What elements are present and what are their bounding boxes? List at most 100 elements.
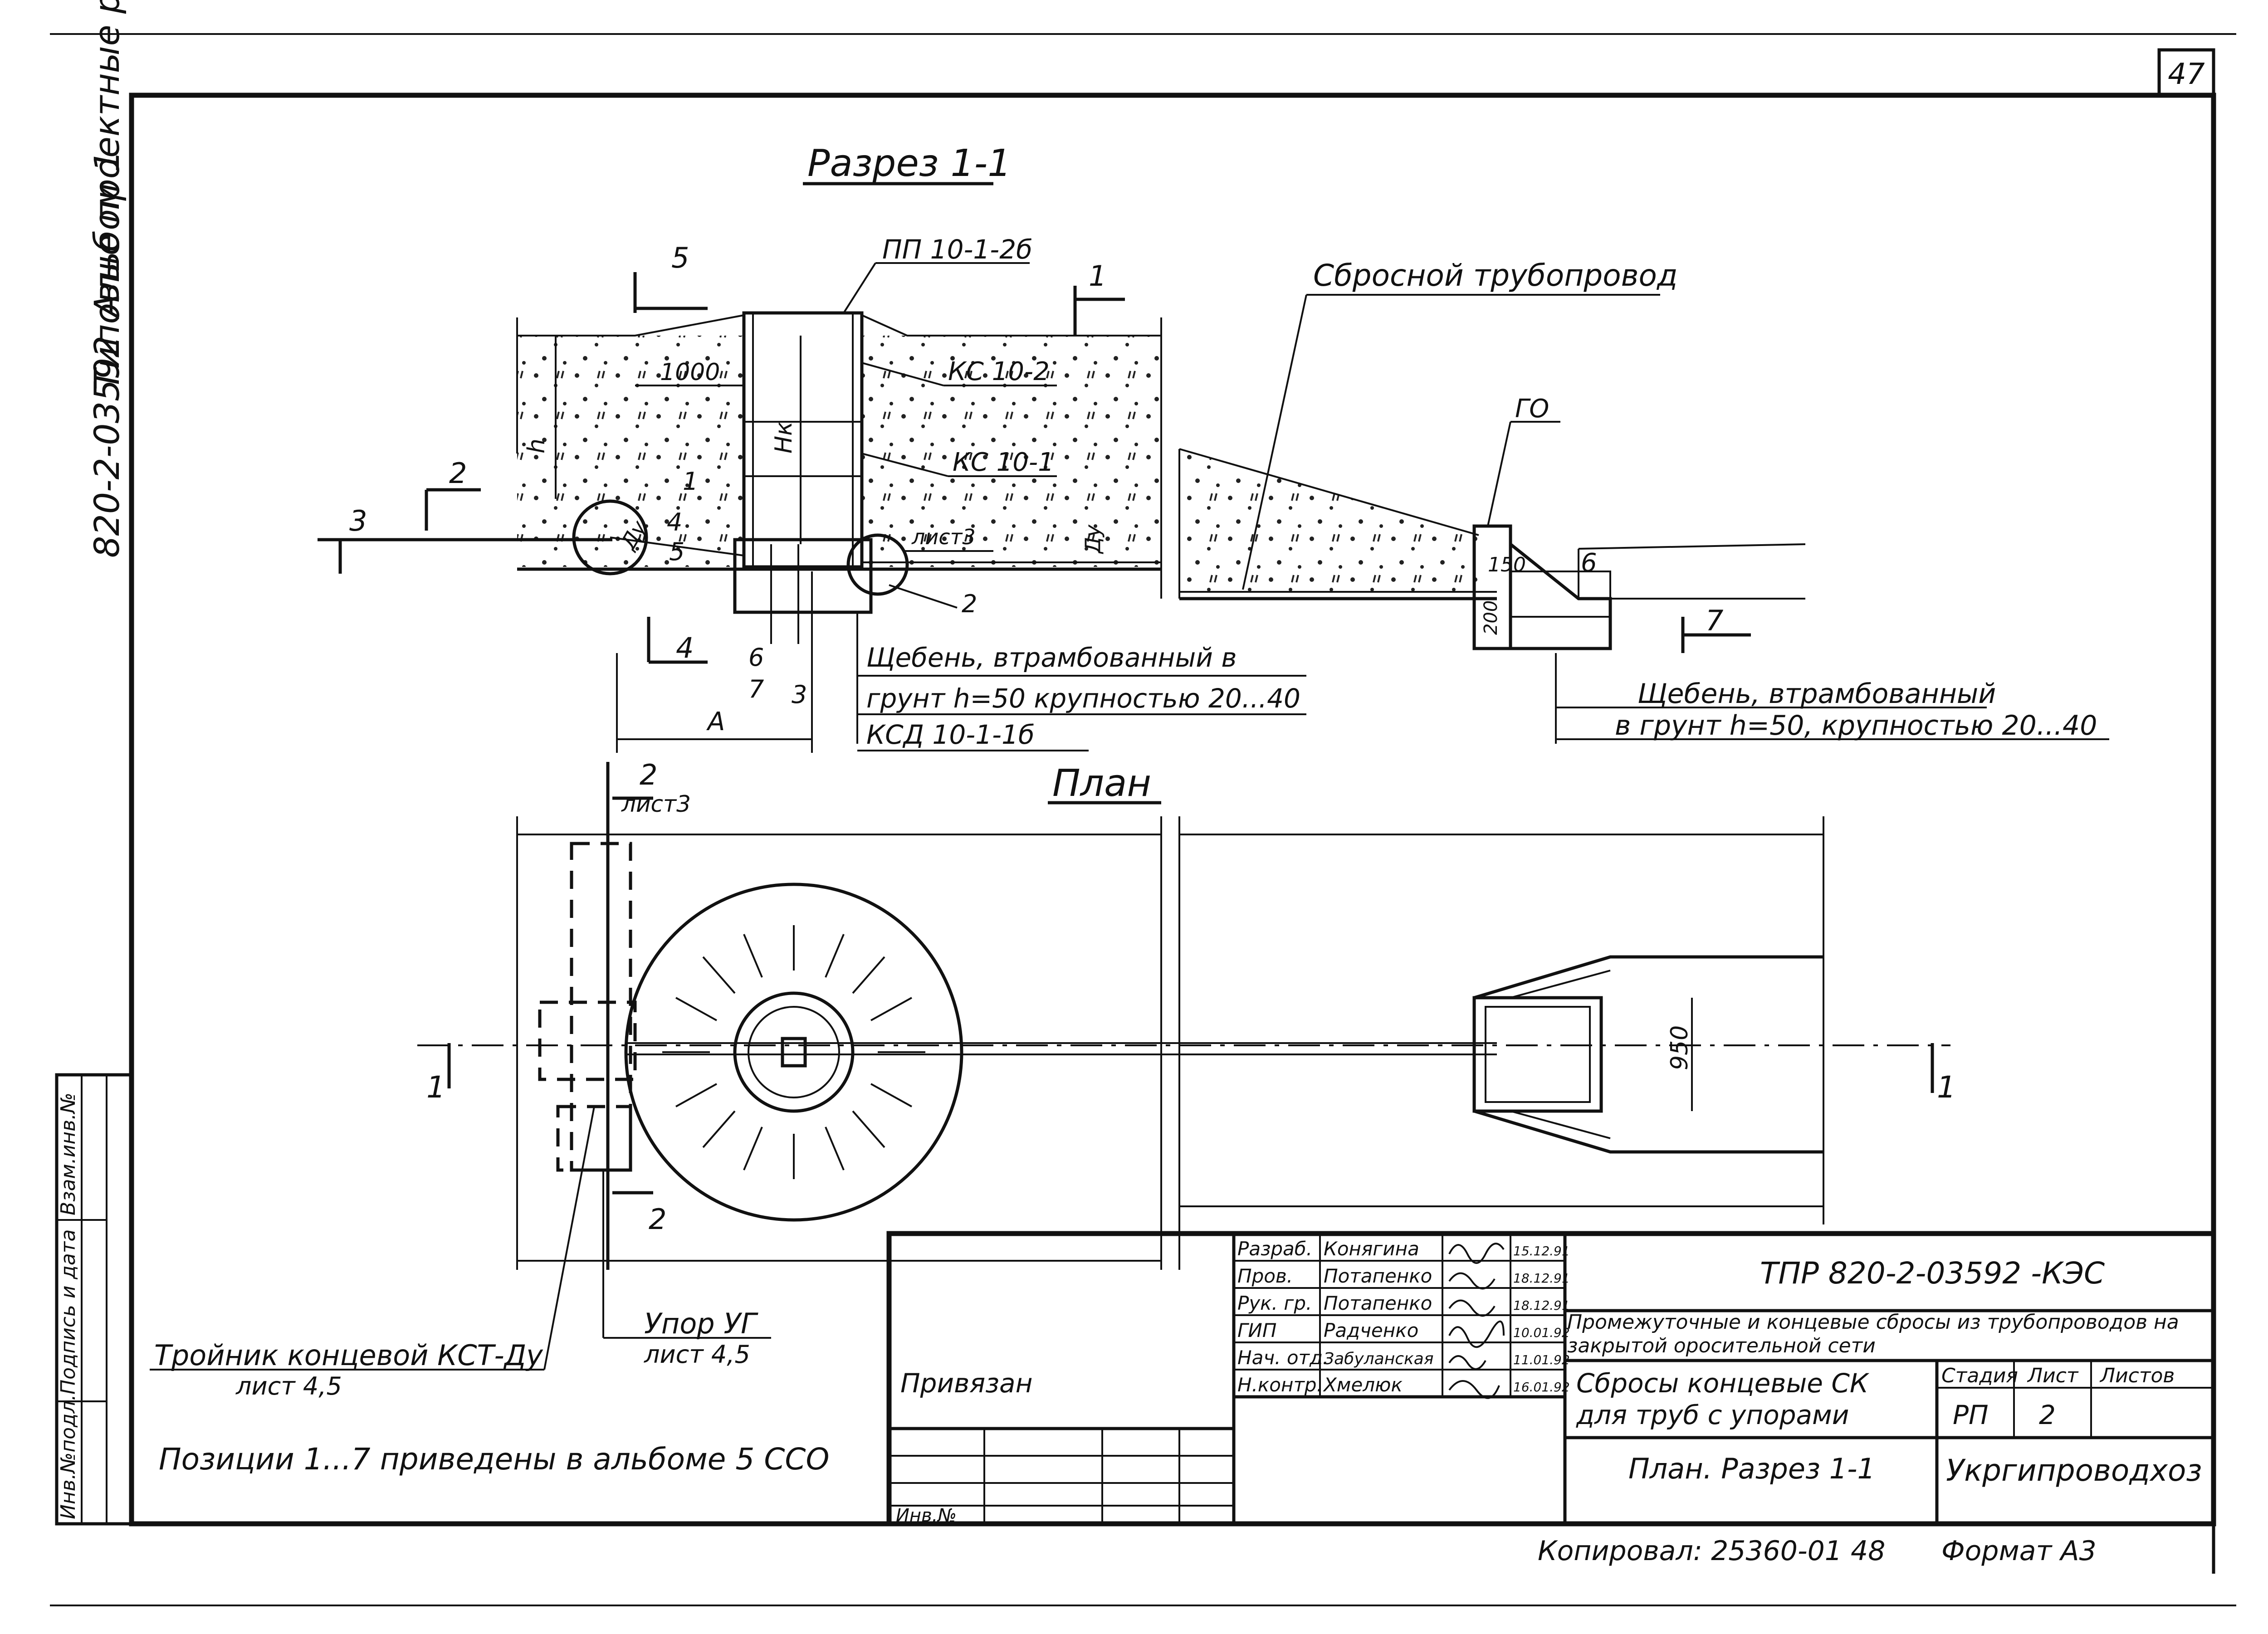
note-stop: Упор УГ [644, 1307, 758, 1340]
plan-well-outer [733, 991, 855, 1113]
tb-signatures [1448, 1243, 1505, 1399]
label-sheet3: лист3 [911, 525, 976, 549]
plan-view: План [417, 758, 1956, 1270]
label-h: h [523, 439, 550, 454]
riprap-top [1578, 543, 1806, 550]
tb-name: Хмелюк [1323, 1374, 1403, 1396]
tb-org: Укргипроводхоз [1946, 1453, 2202, 1488]
cut-2: 2 [449, 457, 467, 490]
pos-1: 1 [683, 467, 698, 496]
note-gravel-right-2: в грунт h=50, крупностью 20...40 [1615, 710, 2097, 741]
well-shaft [742, 311, 864, 569]
label-1000: 1000 [660, 359, 720, 386]
tb-sheet-h: Лист [2027, 1364, 2079, 1387]
cut-1: 1 [1089, 259, 1106, 293]
tb-role: ГИП [1237, 1319, 1276, 1341]
tb-name: Конягина [1324, 1238, 1419, 1260]
tb-role: Нач. отд. [1237, 1346, 1329, 1369]
cut-7: 7 [1706, 604, 1723, 637]
note-tee-sheet: лист 4,5 [235, 1372, 342, 1400]
side-album: Альбом 1 [87, 150, 127, 320]
section-title: Разрез 1-1 [807, 142, 1011, 185]
tb-stage-h: Стадия [1941, 1364, 2018, 1387]
tb-date: 15.12.91 [1513, 1244, 1570, 1258]
label-go: ГО [1515, 394, 1549, 424]
plan-radial-lines [662, 925, 925, 1179]
tb-date: 18.12.91 [1513, 1298, 1570, 1313]
plan-mark-1-left: 1 [426, 1070, 445, 1105]
tb-role: Разраб. [1237, 1238, 1312, 1260]
soil-right-of-well [862, 336, 1161, 567]
plan-title: План [1052, 762, 1151, 805]
plan-tee-dashed [538, 1000, 637, 1081]
note-positions: Позиции 1...7 приведены в альбоме 5 ССО [159, 1442, 829, 1477]
plan-dim-950: 950 [1666, 1025, 1693, 1070]
plan-pipe-dashed [570, 842, 632, 1172]
plan-sheet3: лист3 [621, 791, 691, 817]
label-hk: Нк [770, 421, 797, 454]
tb-inv: Инв.№ [896, 1505, 957, 1526]
section-1-1: Разрез 1-1 ПП 10-1-2б КС 10-2 КС 10-1 [318, 142, 2109, 753]
plan-mark-2: 2 [649, 1203, 666, 1236]
plan-riprap-outline [1473, 955, 1823, 1154]
tb-privyazan: Привязан [900, 1368, 1033, 1399]
tb-row: Нач. отд. Забуланская 11.01.92 [1237, 1346, 1570, 1369]
plan-outlet-box [1472, 996, 1603, 1113]
dim-A: А [706, 707, 725, 737]
title-block: Привязан Инв.№ Разраб. Конягина 15.12.91… [886, 1231, 2216, 1527]
plan-cut-2: 2 [640, 758, 657, 791]
tb-name: Радченко [1324, 1319, 1418, 1341]
tb-stage: РП [1953, 1400, 1989, 1430]
page-number-box [2157, 48, 2215, 97]
note-gravel-1: Щебень, втрамбованный в [866, 642, 1237, 673]
note-stop-sheet: лист 4,5 [644, 1340, 750, 1369]
label-ks1: КС 10-1 [953, 448, 1054, 477]
soil-slope [1179, 449, 1479, 599]
pos-6: 6 [748, 643, 764, 672]
note-gravel-2: грунт h=50 крупностью 20...40 [866, 683, 1300, 714]
pos-3: 3 [792, 680, 807, 709]
pos-5: 5 [669, 537, 684, 566]
tb-title-2: для труб с упорами [1576, 1400, 1849, 1430]
side-stamp [55, 1073, 133, 1526]
tb-row: Пров. Потапенко 18.12.91 [1237, 1265, 1570, 1287]
label-150: 150 [1488, 553, 1526, 576]
tb-copy: Копировал: 25360-01 48 [1538, 1535, 1885, 1567]
tb-row: ГИП Радченко 10.01.92 [1237, 1319, 1570, 1341]
tb-row: Н.контр. Хмелюк 16.01.92 [1237, 1374, 1570, 1396]
side-code: 820-2-03592 [87, 336, 127, 558]
pos-6-right: 6 [1581, 548, 1597, 578]
tb-role: Пров. [1237, 1265, 1293, 1287]
pos-4: 4 [667, 508, 682, 537]
tb-doc-code: ТПР 820-2-03592 -КЭС [1760, 1256, 2105, 1291]
tb-project: Промежуточные и концевые сбросы из трубо… [1567, 1311, 2179, 1357]
tb-date: 11.01.92 [1513, 1352, 1570, 1367]
tb-role: Н.контр. [1237, 1374, 1323, 1396]
tb-format: Формат А3 [1941, 1535, 2097, 1567]
tb-drawing: План. Разрез 1-1 [1628, 1452, 1875, 1485]
tb-name: Забуланская [1324, 1350, 1434, 1368]
well-base [733, 538, 873, 614]
cut-4: 4 [676, 631, 694, 664]
tb-name: Потапенко [1324, 1265, 1432, 1287]
tb-date: 18.12.91 [1513, 1271, 1570, 1286]
plan-mark-1-right: 1 [1937, 1070, 1956, 1105]
cut-3: 3 [349, 504, 367, 537]
label-pipeline: Сбросной трубопровод [1313, 258, 1678, 293]
pipe-outlet [846, 533, 909, 596]
tb-title-1: Сбросы концевые СК [1576, 1368, 1870, 1399]
plan-well-inner [748, 1006, 840, 1098]
stamp-signature: Подпись и дата [57, 1229, 80, 1395]
tb-role: Рук. гр. [1237, 1292, 1312, 1314]
plan-stop [781, 1037, 807, 1068]
pipe-inlet [572, 499, 648, 576]
plan-apron-circle [624, 883, 963, 1222]
label-ks2: КС 10-2 [948, 357, 1050, 386]
cut-5: 5 [671, 241, 689, 274]
slope-line [1179, 448, 1479, 536]
soil-left [517, 336, 744, 567]
ground-surface [517, 314, 1161, 337]
stamp-inv: Инв.№подл. [57, 1394, 80, 1519]
note-gravel-right-1: Щебень, втрамбованный [1637, 678, 1996, 710]
